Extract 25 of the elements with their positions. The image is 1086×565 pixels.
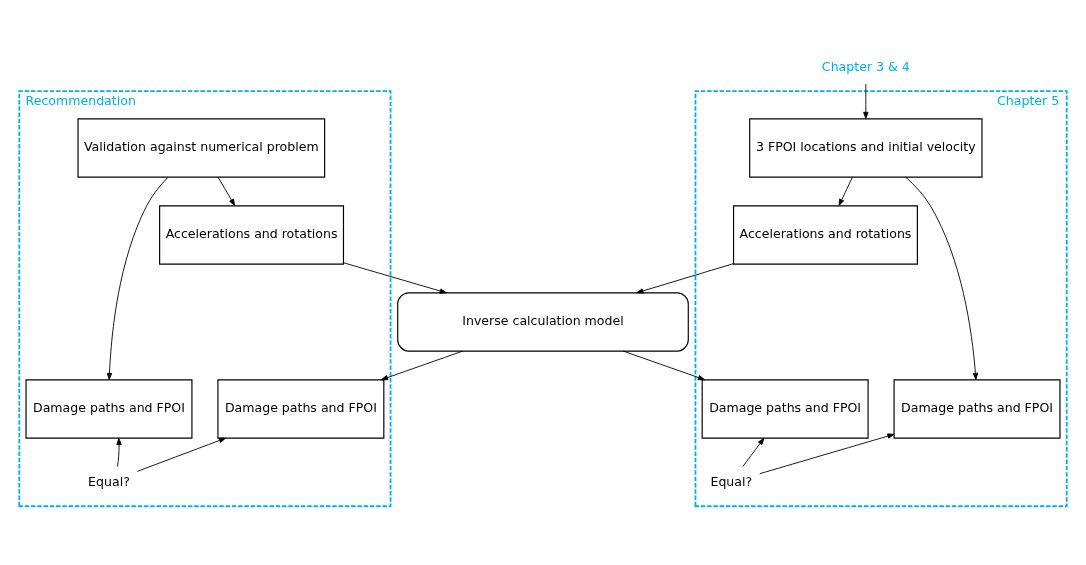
arrow bbox=[217, 176, 236, 206]
node-box: Damage paths and FPOI bbox=[701, 379, 869, 439]
node-box: Validation against numerical problem bbox=[77, 118, 326, 178]
arrow bbox=[863, 83, 869, 120]
arrow bbox=[106, 176, 169, 381]
arrow bbox=[838, 176, 853, 206]
arrow bbox=[136, 437, 227, 472]
node-box: Damage paths and FPOI bbox=[893, 379, 1061, 439]
node-box: Accelerations and rotations bbox=[732, 205, 918, 265]
node-text: Chapter 3 & 4 bbox=[821, 59, 910, 75]
node-text: Equal? bbox=[710, 474, 753, 490]
arrow bbox=[759, 433, 895, 475]
node-box: Damage paths and FPOI bbox=[217, 379, 385, 439]
arrow bbox=[742, 437, 765, 467]
arrow bbox=[116, 437, 122, 467]
arrow bbox=[905, 176, 979, 380]
node-box: 3 FPOI locations and initial velocity bbox=[749, 118, 983, 178]
node-box: Accelerations and rotations bbox=[159, 205, 345, 265]
arrow bbox=[622, 350, 706, 381]
node-box: Inverse calculation model bbox=[397, 292, 689, 352]
arrow bbox=[343, 262, 447, 294]
arrow bbox=[636, 263, 734, 294]
node-text: Equal? bbox=[88, 474, 130, 490]
arrow bbox=[380, 350, 464, 381]
node-box: Damage paths and FPOI bbox=[25, 379, 193, 439]
